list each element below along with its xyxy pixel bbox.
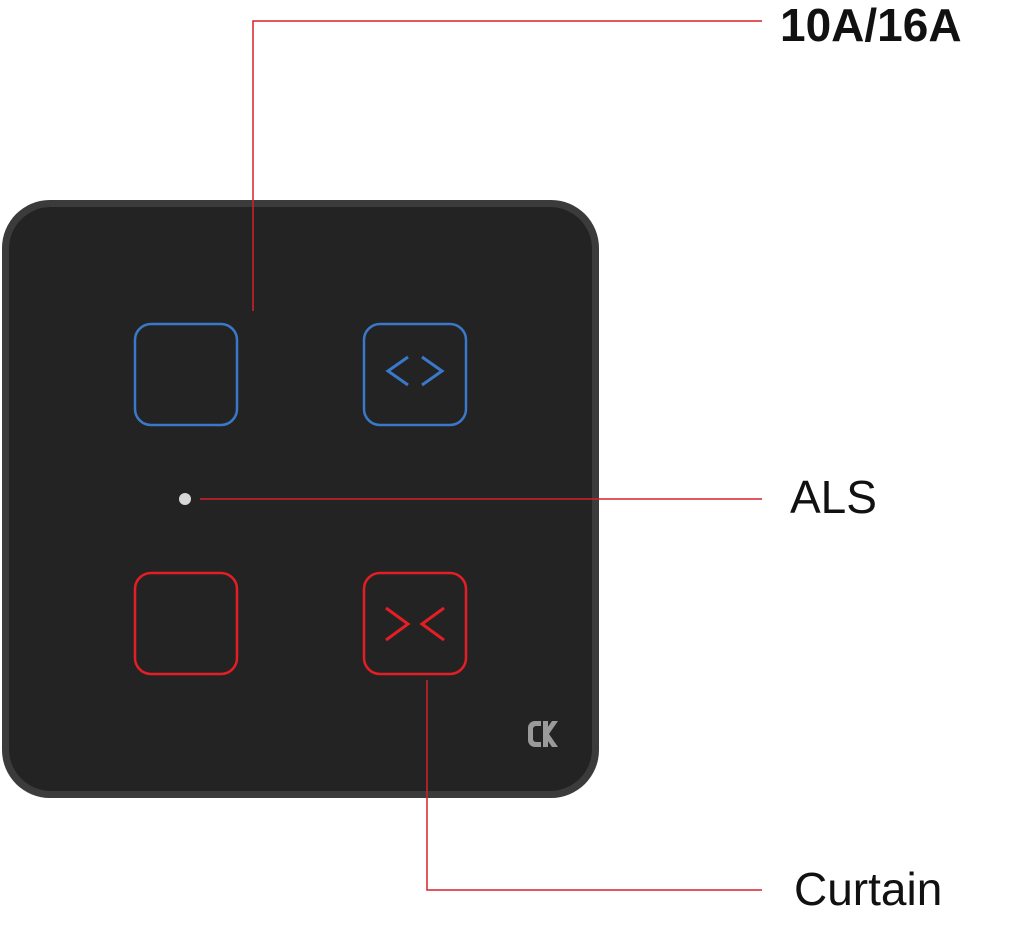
leader-line-rating bbox=[252, 20, 762, 311]
curtain-button-bottom-right[interactable] bbox=[362, 571, 468, 676]
switch-button-top-left[interactable] bbox=[133, 322, 239, 427]
chevron-left-icon bbox=[385, 355, 409, 387]
label-curtain: Curtain bbox=[794, 863, 943, 915]
chevron-left-icon bbox=[419, 606, 445, 642]
switch-button-bottom-left[interactable] bbox=[133, 571, 239, 676]
curtain-button-top-right[interactable] bbox=[362, 322, 468, 427]
chevron-right-icon bbox=[385, 606, 411, 642]
leader-line-curtain bbox=[426, 680, 762, 891]
label-sensor: ALS bbox=[790, 471, 877, 523]
label-rating: 10A/16A bbox=[780, 0, 962, 51]
ck-logo-icon bbox=[528, 721, 558, 747]
ambient-light-sensor bbox=[179, 493, 191, 505]
chevron-right-icon bbox=[421, 355, 445, 387]
